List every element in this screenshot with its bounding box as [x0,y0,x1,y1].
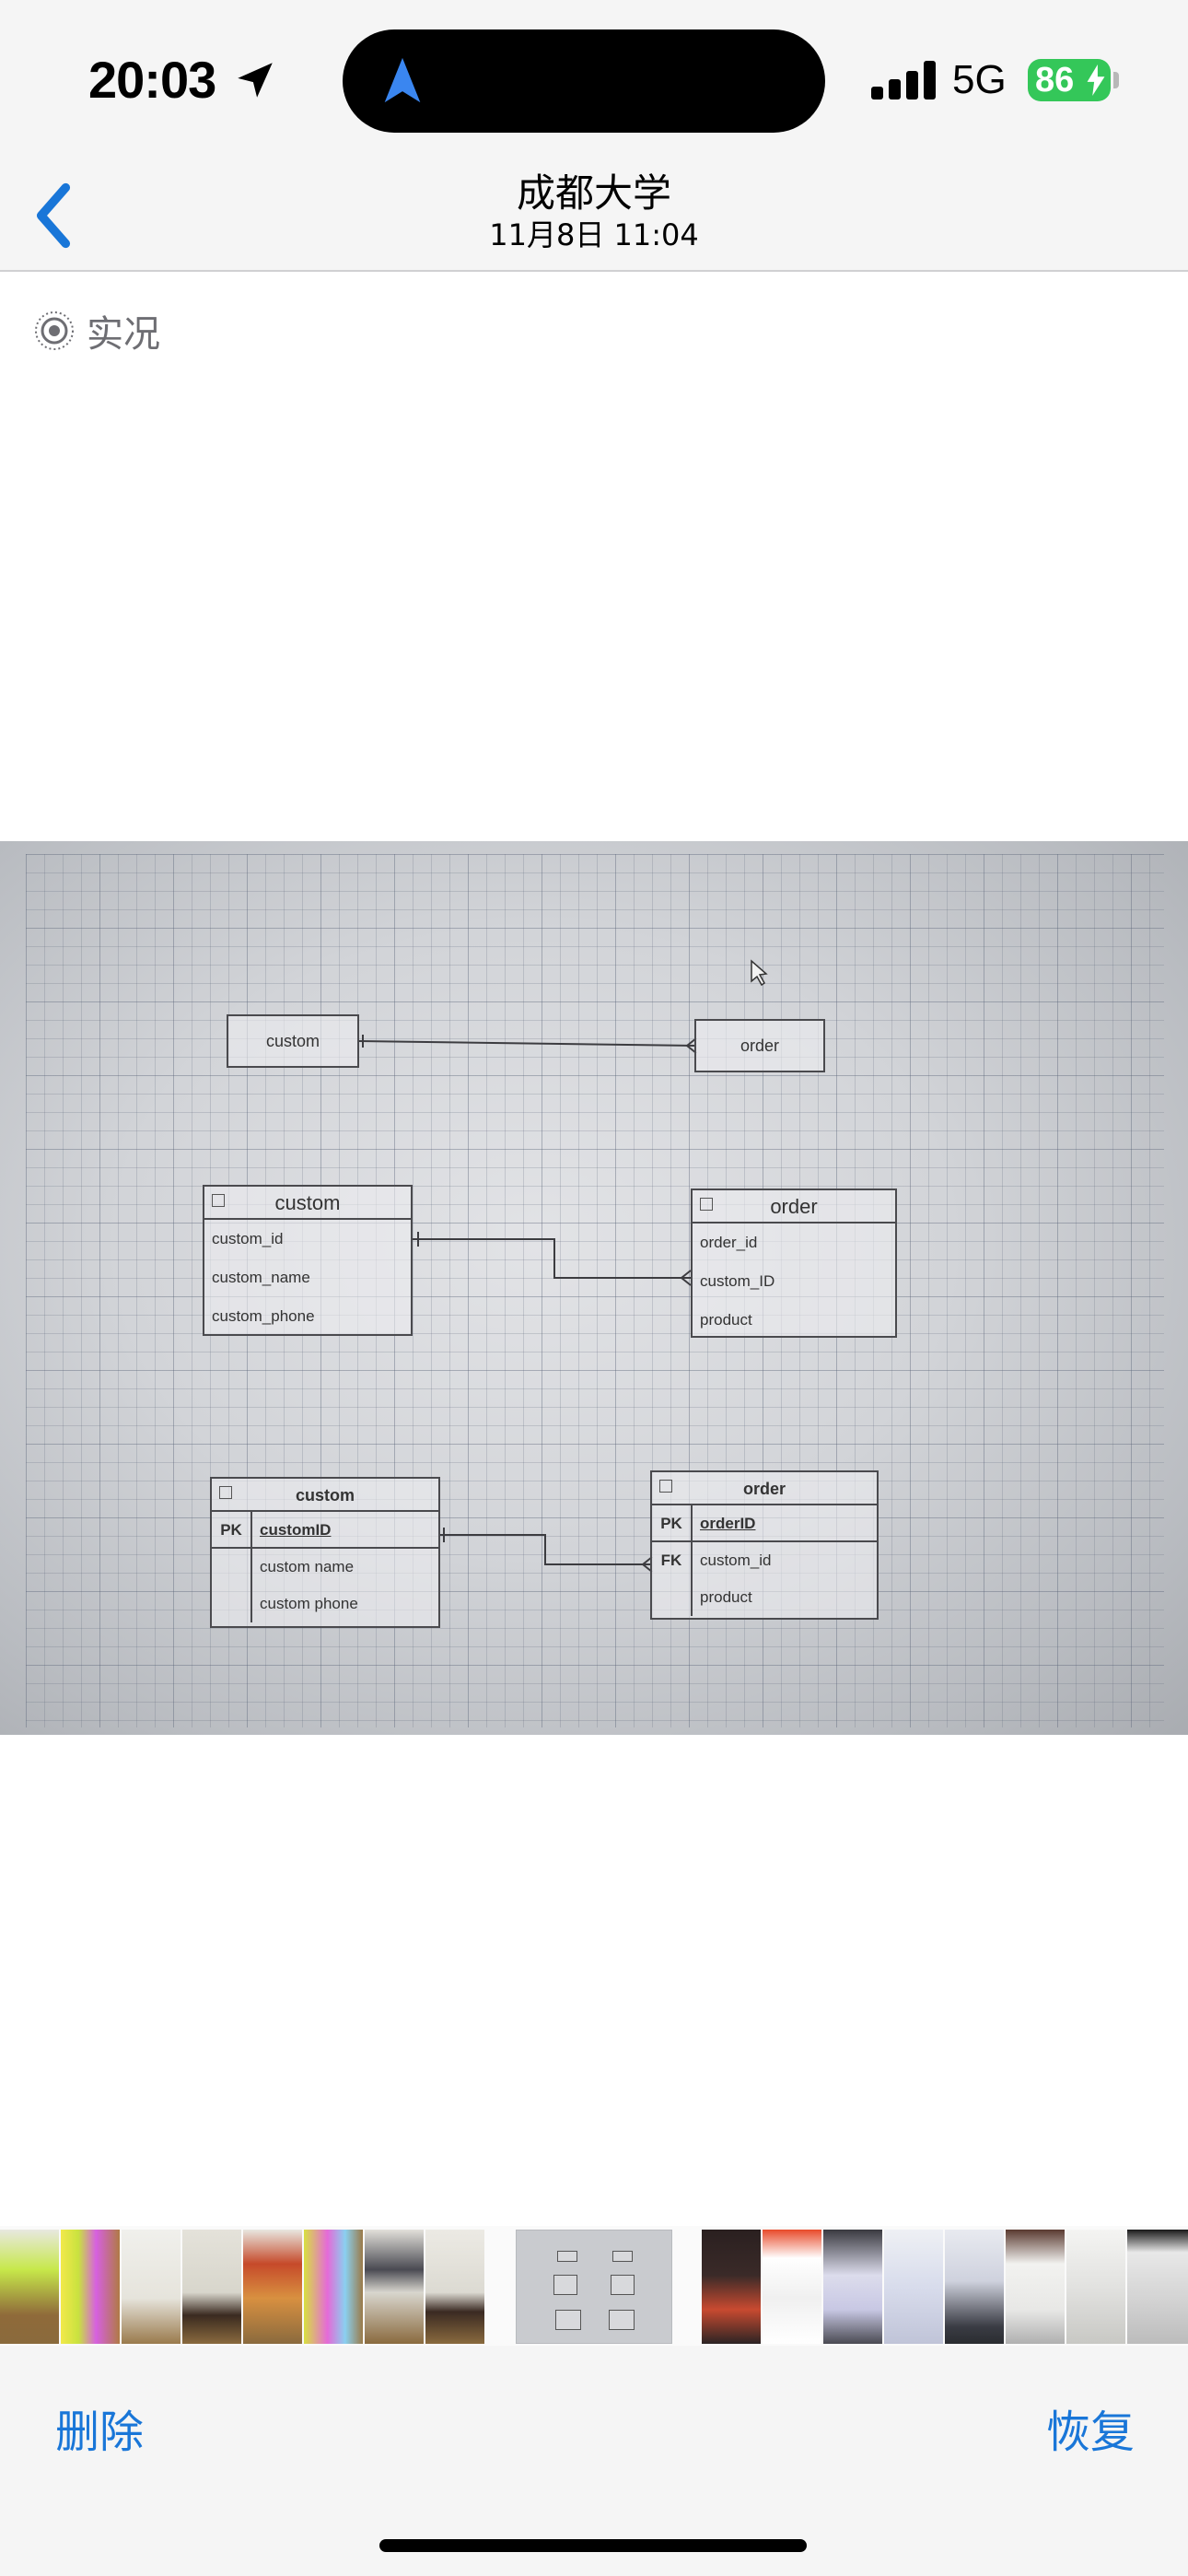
entity-field: custom_id [212,1230,284,1247]
status-bar: 20:03 5G 86 [0,0,1188,147]
entity-title: order [742,1480,786,1498]
key-cell [652,1579,693,1616]
live-photo-label: 实况 [87,313,160,356]
chevron-left-icon[interactable] [26,181,81,251]
entity-field: custom_phone [212,1307,315,1325]
location-arrow-icon [238,63,273,98]
photo-thumbnail[interactable] [763,2230,821,2344]
mouse-cursor-icon [751,959,768,987]
photo-thumbnail[interactable] [1066,2230,1125,2344]
battery-cap [1113,72,1119,88]
navigation-arrow-icon [384,57,421,103]
entity-label: order [740,1036,780,1055]
key-cell: FK [652,1542,693,1579]
photo-thumbnail[interactable] [702,2230,761,2344]
cellular-signal-icon [871,61,936,100]
entity-title: custom [295,1486,355,1505]
field-cell: product [700,1588,752,1606]
er-entity-order-fields: order order_id custom_ID product [691,1188,897,1338]
key-cell [212,1586,252,1622]
page-title: 成都大学 [516,170,671,216]
battery-level: 86 [1035,61,1075,100]
key-cell: PK [212,1512,252,1549]
photo-thumbnail[interactable] [884,2230,943,2344]
restore-button[interactable]: 恢复 [1045,2406,1135,2458]
er-entity-custom-simple: custom [227,1014,359,1068]
field-cell: custom phone [260,1595,358,1612]
field-cell: custom name [260,1558,355,1575]
diagram-connectors [358,959,768,1573]
key-cell [212,1549,252,1586]
photo-thumbnail[interactable] [243,2230,302,2344]
entity-title: order [770,1195,818,1218]
field-cell: custom_id [700,1551,772,1569]
er-entity-order-simple: order [694,1019,825,1072]
dynamic-island[interactable] [343,29,825,133]
field-cell: orderID [693,1505,877,1542]
field-cell: customID [252,1512,438,1549]
navigation-bar: 成都大学 11月8日 11:04 [0,147,1188,272]
photo-thumbnail[interactable] [122,2230,181,2344]
photo-thumbnail[interactable] [304,2230,363,2344]
photo-thumbnail[interactable] [425,2230,484,2344]
photo-thumbnail[interactable] [1006,2230,1065,2344]
entity-label: custom [265,1032,320,1050]
bottom-toolbar: 删除 恢复 [0,2346,1188,2576]
photo-thumbnail[interactable] [823,2230,882,2344]
key-cell: PK [652,1505,693,1542]
status-time: 20:03 [88,51,216,109]
network-type: 5G [952,57,1007,102]
er-table-order: order PK orderID FK custom_id product [650,1470,879,1620]
photo-thumbnail[interactable] [365,2230,424,2344]
photo-thumbnail[interactable] [1127,2230,1188,2344]
live-photo-icon [35,311,74,350]
photo-thumbnail[interactable] [945,2230,1004,2344]
battery-icon: 86 [1028,59,1111,101]
photo-thumbnail[interactable] [0,2230,59,2344]
er-entity-custom-fields: custom custom_id custom_name custom_phon… [203,1185,413,1336]
photo-view[interactable]: custom order custom custom_id custom_nam… [0,841,1188,1735]
entity-field: custom_ID [700,1272,775,1290]
live-photo-badge[interactable]: 实况 [33,306,160,356]
photo-thumbnail[interactable] [61,2230,120,2344]
charging-bolt-icon [1087,64,1105,96]
entity-field: order_id [700,1234,758,1251]
photo-thumbnail[interactable] [182,2230,241,2344]
er-table-custom: custom PK customID custom name custom ph… [210,1477,440,1628]
current-photo-thumbnail[interactable] [516,2230,672,2344]
entity-field: product [700,1311,752,1329]
entity-field: custom_name [212,1269,310,1286]
photo-date: 11月8日 11:04 [489,217,699,252]
home-indicator[interactable] [379,2539,807,2552]
delete-button[interactable]: 删除 [55,2406,145,2458]
entity-title: custom [274,1191,341,1214]
